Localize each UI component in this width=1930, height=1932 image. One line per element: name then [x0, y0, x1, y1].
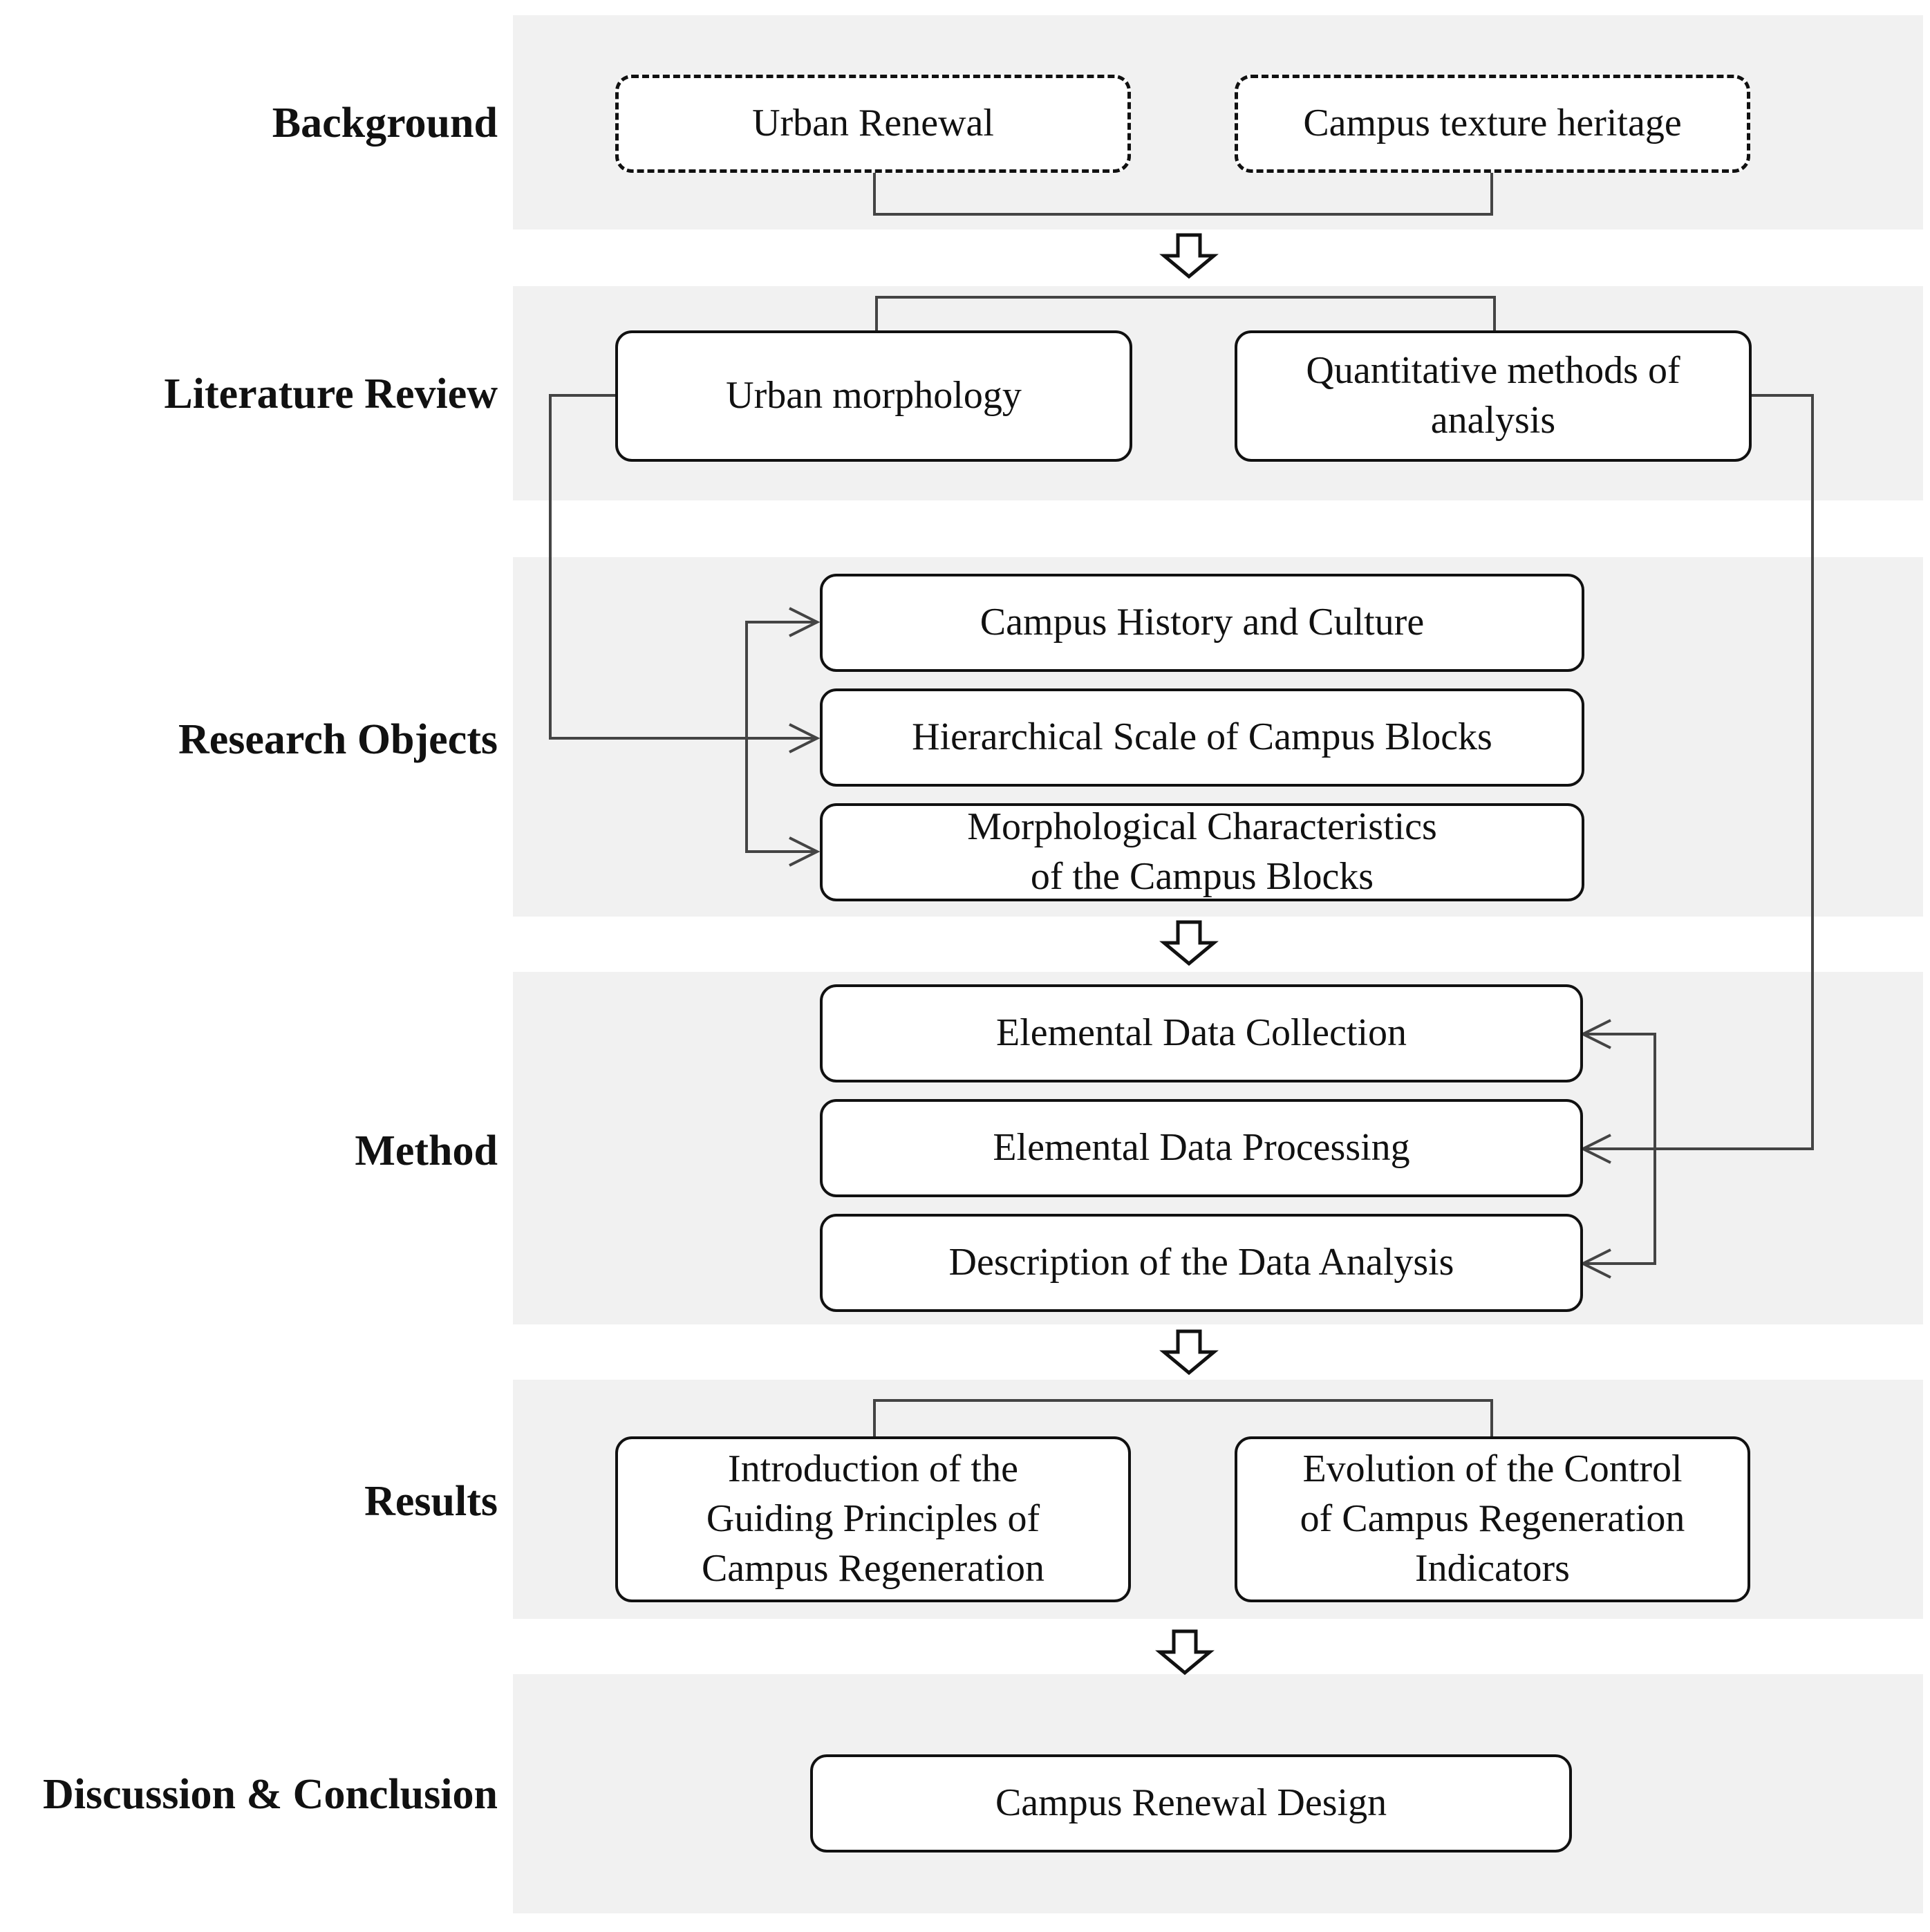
morphological-characteristics-line-2: of the Campus Blocks	[1030, 855, 1374, 898]
hierarchical-scale-box: Hierarchical Scale of Campus Blocks	[820, 688, 1584, 787]
evolution-control-line-2: of Campus Regeneration	[1300, 1497, 1685, 1541]
elemental-data-processing-box: Elemental Data Processing	[820, 1099, 1583, 1197]
morphological-characteristics-line-1: Morphological Characteristics	[967, 805, 1437, 849]
elemental-data-processing-text: Elemental Data Processing	[993, 1126, 1410, 1170]
quantitative-methods-line-2: analysis	[1430, 399, 1556, 442]
quantitative-methods-box: Quantitative methods of analysis	[1235, 330, 1752, 462]
guiding-principles-box: Introduction of the Guiding Principles o…	[615, 1436, 1131, 1602]
urban-morphology-box: Urban morphology	[615, 330, 1132, 462]
elemental-data-collection-text: Elemental Data Collection	[995, 1011, 1407, 1055]
campus-history-culture-text: Campus History and Culture	[980, 601, 1425, 644]
section-label-discussion: Discussion & Conclusion	[42, 1771, 498, 1818]
campus-texture-heritage-box: Campus texture heritage	[1235, 75, 1750, 173]
elemental-data-collection-box: Elemental Data Collection	[820, 984, 1583, 1082]
down-arrow-3	[1159, 1329, 1219, 1376]
urban-renewal-box: Urban Renewal	[615, 75, 1131, 173]
evolution-control-box: Evolution of the Control of Campus Regen…	[1235, 1436, 1750, 1602]
down-arrow-2	[1159, 920, 1219, 966]
campus-history-culture-box: Campus History and Culture	[820, 574, 1584, 672]
campus-renewal-design-text: Campus Renewal Design	[995, 1781, 1387, 1825]
down-arrow-1	[1159, 233, 1219, 279]
down-arrow-4	[1155, 1629, 1215, 1676]
section-label-background: Background	[272, 100, 498, 147]
campus-texture-heritage-text: Campus texture heritage	[1303, 102, 1682, 145]
section-label-method: Method	[355, 1127, 498, 1174]
description-data-analysis-box: Description of the Data Analysis	[820, 1214, 1583, 1312]
hierarchical-scale-text: Hierarchical Scale of Campus Blocks	[912, 715, 1492, 759]
morphological-characteristics-box: Morphological Characteristics of the Cam…	[820, 803, 1584, 901]
description-data-analysis-text: Description of the Data Analysis	[948, 1241, 1454, 1284]
guiding-principles-line-2: Guiding Principles of	[706, 1497, 1040, 1541]
evolution-control-line-1: Evolution of the Control	[1302, 1447, 1683, 1491]
section-label-results: Results	[364, 1478, 498, 1525]
section-label-literature-review: Literature Review	[164, 371, 498, 418]
campus-renewal-design-box: Campus Renewal Design	[810, 1754, 1572, 1853]
guiding-principles-line-1: Introduction of the	[728, 1447, 1018, 1491]
guiding-principles-line-3: Campus Regeneration	[701, 1546, 1045, 1590]
urban-morphology-text: Urban morphology	[726, 374, 1022, 418]
evolution-control-line-3: Indicators	[1415, 1546, 1570, 1590]
urban-renewal-text: Urban Renewal	[752, 102, 994, 145]
quantitative-methods-line-1: Quantitative methods of	[1306, 349, 1680, 393]
section-label-research-objects: Research Objects	[178, 716, 498, 763]
